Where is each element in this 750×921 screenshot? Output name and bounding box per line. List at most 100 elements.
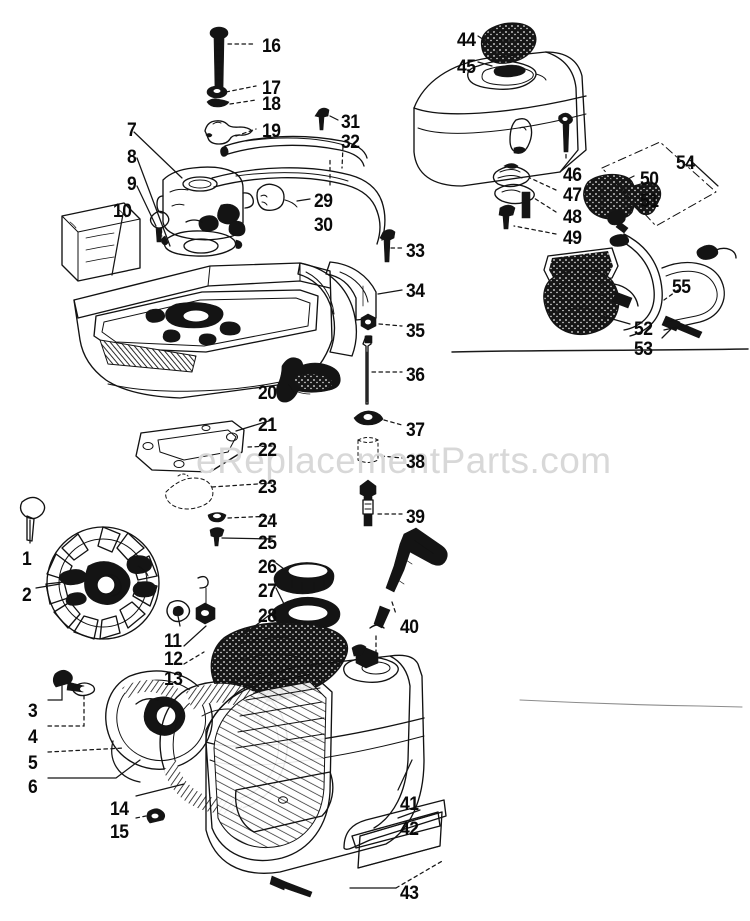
part-25-screw [209, 527, 225, 547]
callout-26-collar[interactable]: 26 [258, 557, 277, 578]
part-2-flywheel [45, 526, 160, 640]
part-49-screw [498, 204, 516, 230]
part-31-32-screw [314, 107, 330, 131]
engine-cover-assembly [73, 262, 358, 399]
callout-14-starter-housing[interactable]: 14 [110, 799, 129, 820]
part-16-bolt [209, 26, 229, 91]
callout-3-screw[interactable]: 3 [28, 701, 38, 722]
callout-51-terminal[interactable]: 51 [640, 191, 659, 212]
part-52-magneto [543, 247, 703, 339]
part-55-ignition-lead [609, 233, 737, 337]
part-26-collar [273, 562, 335, 595]
callout-13-washer[interactable]: 13 [164, 669, 183, 690]
callout-55-ignition-lead[interactable]: 55 [672, 277, 691, 298]
callout-53-screw[interactable]: 53 [634, 339, 653, 360]
callout-5-starter-pulley[interactable]: 5 [28, 753, 38, 774]
callout-46-pin[interactable]: 46 [563, 165, 582, 186]
callout-47-spring[interactable]: 47 [563, 185, 582, 206]
part-23-diaphragm [165, 473, 214, 510]
callout-30-grommet[interactable]: 30 [314, 215, 333, 236]
part-51-terminal [607, 210, 629, 234]
callout-8-fuel-line[interactable]: 8 [127, 147, 137, 168]
part-48-lever [494, 183, 535, 219]
part-1-spark-plug-boot [19, 496, 46, 542]
callout-18-bushing[interactable]: 18 [262, 94, 281, 115]
callout-38-bushing[interactable]: 38 [406, 452, 425, 473]
part-46-pin [558, 112, 573, 153]
callout-10-air-filter[interactable]: 10 [113, 201, 132, 222]
part-41-fuel-tank-housing [205, 647, 425, 898]
part-24-washer [207, 512, 227, 523]
handle-bar-lower-rail [211, 167, 386, 245]
callout-24-washer[interactable]: 24 [258, 511, 277, 532]
callout-50-ignition-coil[interactable]: 50 [640, 169, 659, 190]
part-39-switch [359, 479, 377, 527]
part-47-spring [492, 163, 531, 188]
part-42-cover-plate [343, 799, 447, 869]
part-18-bushing [206, 98, 230, 108]
callout-31-screw[interactable]: 31 [341, 112, 360, 133]
callout-41-fuel-tank-housing[interactable]: 41 [400, 794, 419, 815]
callout-4-washer[interactable]: 4 [28, 727, 38, 748]
callout-34-handle-bar[interactable]: 34 [406, 281, 425, 302]
callout-54-assembly-group[interactable]: 54 [676, 153, 695, 174]
part-10-air-filter [61, 202, 141, 282]
handle-bar-upper [220, 135, 368, 167]
callout-20-throttle-trigger[interactable]: 20 [258, 383, 277, 404]
part-36-rod [362, 335, 373, 405]
part-3-4-screw-washer [52, 669, 96, 697]
part-29-30-cap-grommet [256, 183, 298, 211]
part-38-bushing [357, 437, 379, 463]
callout-43-screw[interactable]: 43 [400, 883, 419, 904]
callout-23-diaphragm[interactable]: 23 [258, 477, 277, 498]
callout-32-clamp[interactable]: 32 [341, 132, 360, 153]
callout-16-bolt[interactable]: 16 [262, 36, 281, 57]
part-20-throttle-trigger [276, 357, 341, 403]
callout-22-gasket[interactable]: 22 [258, 440, 277, 461]
callout-7-carburetor[interactable]: 7 [127, 120, 137, 141]
part-33-screw [379, 229, 396, 263]
leader-lines [29, 35, 719, 889]
part-37-spring-washer [353, 410, 384, 426]
part-15-screw [146, 808, 166, 824]
callout-19-bracket[interactable]: 19 [262, 121, 281, 142]
callout-39-switch[interactable]: 39 [406, 507, 425, 528]
part-35-nut [360, 313, 377, 331]
part-19-bracket [204, 120, 253, 145]
callout-35-nut[interactable]: 35 [406, 321, 425, 342]
callout-17-spring[interactable]: 17 [262, 78, 281, 99]
callout-28-muffler[interactable]: 28 [258, 606, 277, 627]
callout-9-fuel-filter[interactable]: 9 [127, 174, 137, 195]
callout-40-choke-lever[interactable]: 40 [400, 617, 419, 638]
callout-44-fuel-cap[interactable]: 44 [457, 30, 476, 51]
part-17-spring [206, 85, 228, 99]
callout-48-lever[interactable]: 48 [563, 207, 582, 228]
part-45-tank-shroud [413, 51, 587, 187]
callout-29-cap[interactable]: 29 [314, 191, 333, 212]
part-11-12-13-fasteners [166, 575, 216, 625]
callout-33-screw[interactable]: 33 [406, 241, 425, 262]
callout-15-screw[interactable]: 15 [110, 822, 129, 843]
part-50-ignition-coil [583, 173, 662, 220]
part-34-handle-arm [325, 261, 377, 321]
callout-45-tank-shroud[interactable]: 45 [457, 57, 476, 78]
callout-2-flywheel[interactable]: 2 [22, 585, 32, 606]
callout-6-rope[interactable]: 6 [28, 777, 38, 798]
callout-12-nut[interactable]: 12 [164, 649, 183, 670]
callout-36-link-rod[interactable]: 36 [406, 365, 425, 386]
callout-42-cover-plate[interactable]: 42 [400, 819, 419, 840]
callout-27-seal[interactable]: 27 [258, 581, 277, 602]
callout-21-gasket-plate[interactable]: 21 [258, 415, 277, 436]
callout-1-spark-plug-boot[interactable]: 1 [22, 549, 32, 570]
callout-52-magneto[interactable]: 52 [634, 319, 653, 340]
callout-37-spring-washer[interactable]: 37 [406, 420, 425, 441]
part-40-choke-lever [351, 527, 448, 657]
callout-11-key[interactable]: 11 [164, 631, 182, 652]
part-8-9-fuel-line [149, 210, 170, 243]
callout-49-screw[interactable]: 49 [563, 228, 582, 249]
callout-25-screw[interactable]: 25 [258, 533, 277, 554]
part-54-group-box [601, 141, 717, 227]
part-21-22-gasket-plate [135, 420, 245, 473]
